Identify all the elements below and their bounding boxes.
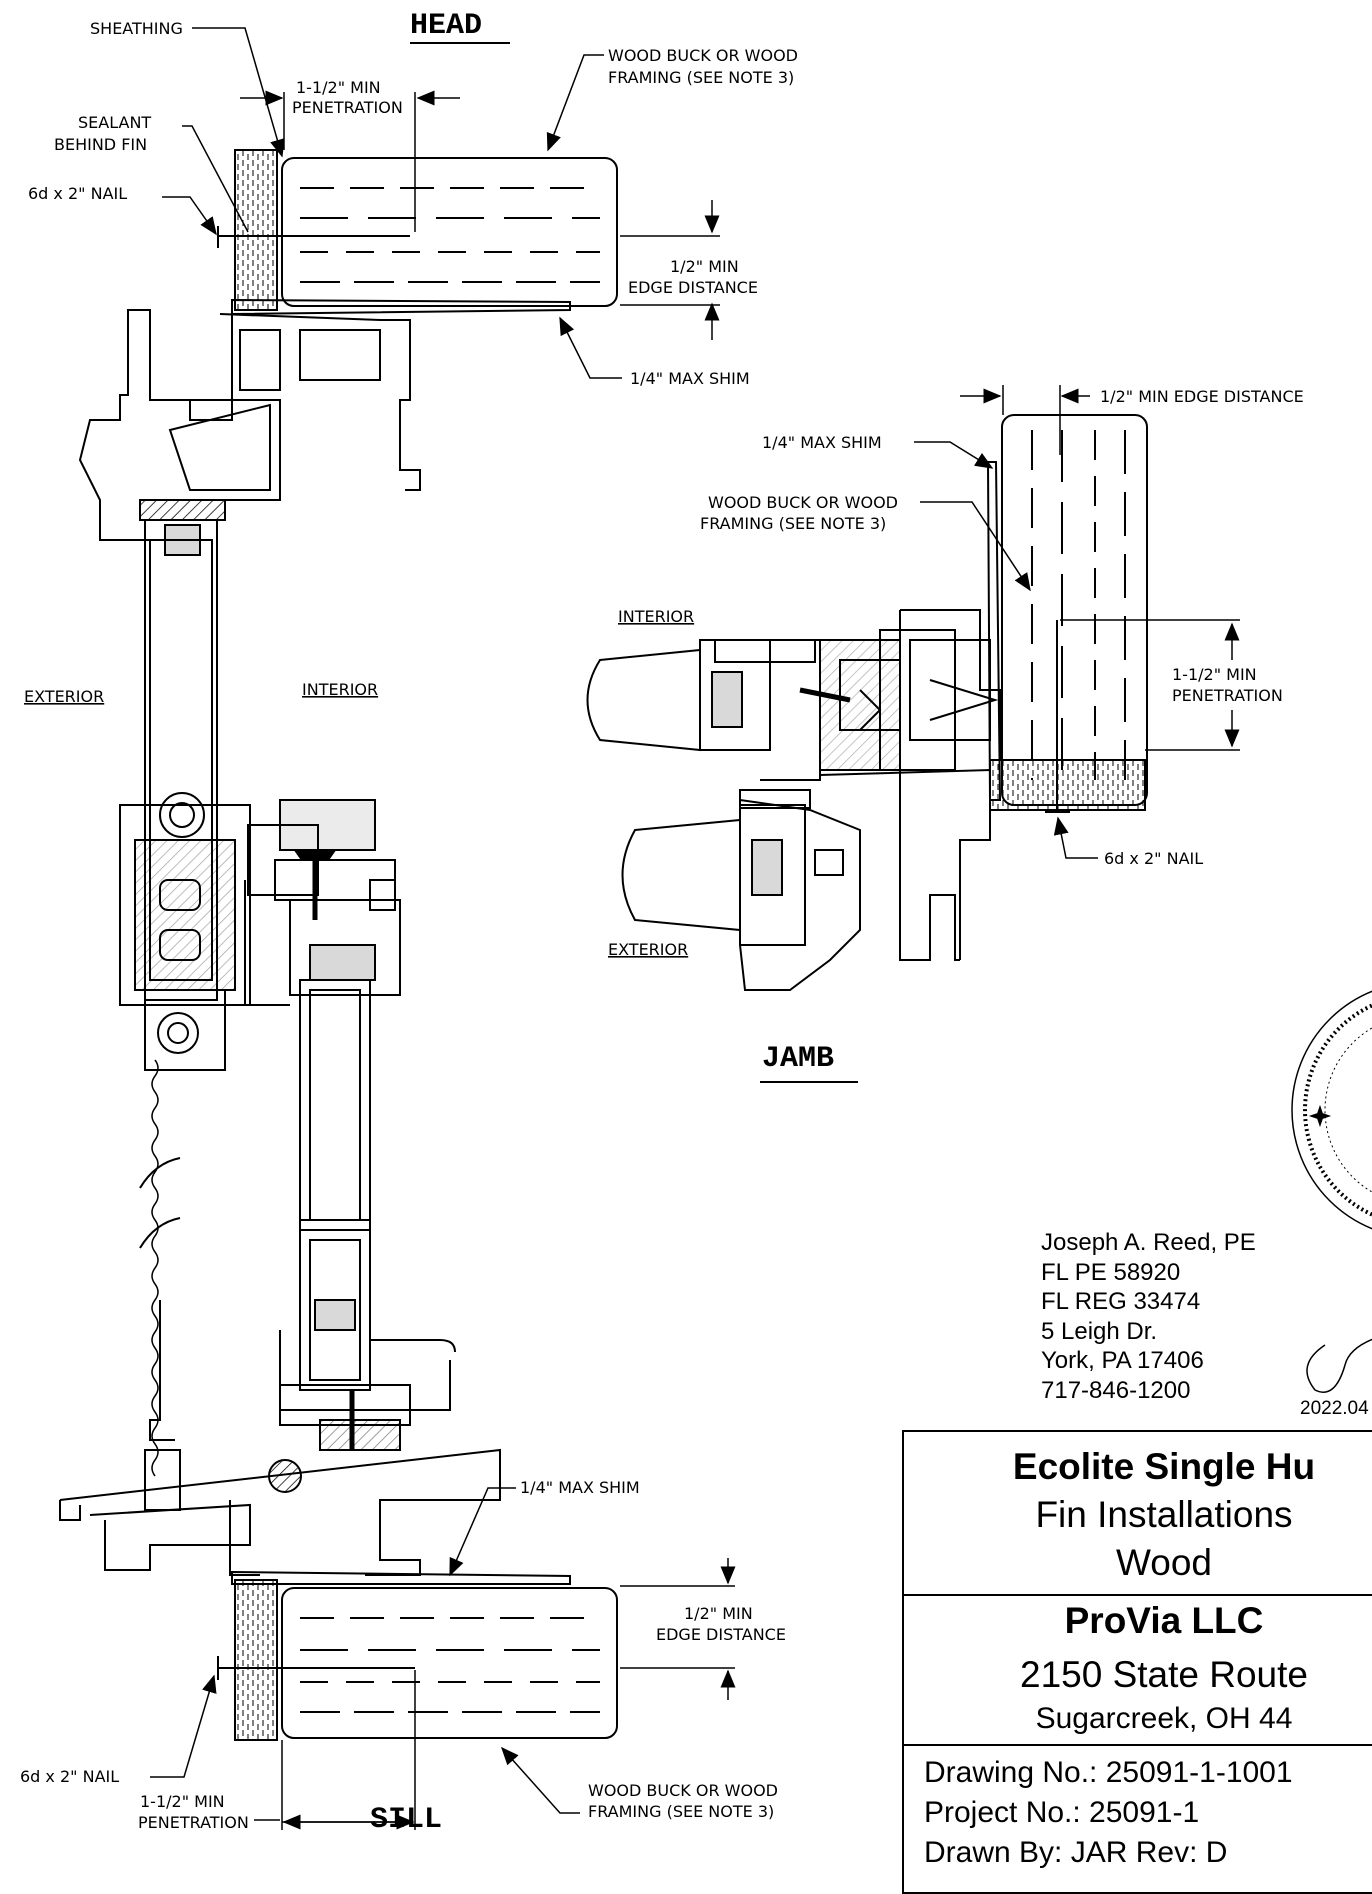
engineer-registration: FL REG 33474 — [1041, 1288, 1201, 1315]
label-jamb-exterior: EXTERIOR — [608, 940, 688, 959]
installation-detail-drawing: HEAD JAMB SILL SHEATHING SEALANT BEHIND … — [20, 9, 1372, 1837]
label-head-edge-1: 1/2" MIN — [670, 257, 739, 276]
product-subtitle: Fin Installations — [1035, 1494, 1293, 1535]
head-detail — [78, 149, 618, 1001]
label-head-pen-2: PENETRATION — [292, 98, 403, 117]
label-interior-left: INTERIOR — [302, 680, 378, 699]
dimension-lines — [150, 27, 1240, 1830]
label-sill-buck-2: FRAMING (SEE NOTE 3) — [588, 1802, 774, 1821]
company-address-2: Sugarcreek, OH 44 — [1035, 1702, 1293, 1735]
label-jamb-shim: 1/4" MAX SHIM — [762, 433, 882, 452]
label-sill-pen-1: 1-1/2" MIN — [140, 1792, 225, 1811]
sill-title: SILL — [370, 1803, 442, 1837]
drawing-number: Drawing No.: 25091-1-1001 — [924, 1756, 1293, 1789]
meeting-rail-detail — [119, 792, 401, 1231]
engineer-info: Joseph A. Reed, PE FL PE 58920 FL REG 33… — [1041, 1228, 1256, 1405]
label-head-buck-1: WOOD BUCK OR WOOD — [608, 46, 798, 65]
engineer-name: Joseph A. Reed, PE — [1041, 1229, 1256, 1256]
label-jamb-edge: 1/2" MIN EDGE DISTANCE — [1100, 387, 1304, 406]
label-sheathing: SHEATHING — [90, 19, 183, 38]
label-sill-edge-1: 1/2" MIN — [684, 1604, 753, 1623]
engineer-seal — [1291, 990, 1372, 1230]
label-sill-buck-1: WOOD BUCK OR WOOD — [588, 1781, 778, 1800]
title-block-product: Ecolite Single Hu Fin Installations Wood — [904, 1432, 1372, 1596]
sill-detail — [59, 1219, 618, 1741]
label-jamb-buck-1: WOOD BUCK OR WOOD — [708, 493, 898, 512]
label-sealant-1: SEALANT — [78, 113, 151, 132]
engineer-street: 5 Leigh Dr. — [1041, 1317, 1158, 1345]
jamb-title: JAMB — [762, 1042, 834, 1076]
label-exterior-left: EXTERIOR — [24, 687, 104, 706]
jamb-detail — [586, 414, 1148, 991]
label-jamb-pen-1: 1-1/2" MIN — [1172, 665, 1257, 684]
signature — [1306, 1338, 1372, 1393]
label-sill-edge-2: EDGE DISTANCE — [656, 1625, 786, 1644]
label-head-buck-2: FRAMING (SEE NOTE 3) — [608, 68, 794, 87]
label-jamb-interior: INTERIOR — [618, 607, 694, 626]
head-title: HEAD — [410, 9, 482, 43]
sill-wood-buck — [281, 1587, 618, 1739]
label-head-pen-1: 1-1/2" MIN — [296, 78, 381, 97]
title-block: Ecolite Single Hu Fin Installations Wood… — [902, 1430, 1372, 1894]
label-sill-shim: 1/4" MAX SHIM — [520, 1478, 640, 1497]
label-jamb-buck-2: FRAMING (SEE NOTE 3) — [700, 514, 886, 533]
title-block-company: ProVia LLC 2150 State Route Sugarcreek, … — [904, 1596, 1372, 1746]
company-address-1: 2150 State Route — [1020, 1654, 1308, 1695]
project-number: Project No.: 25091-1 — [924, 1796, 1200, 1829]
label-sill-pen-2: PENETRATION — [138, 1813, 249, 1832]
engineer-phone: 717-846-1200 — [1041, 1376, 1191, 1404]
product-title: Ecolite Single Hu — [1012, 1446, 1316, 1487]
sign-date: 2022.04 — [1300, 1398, 1369, 1419]
product-material: Wood — [1116, 1542, 1212, 1583]
head-wood-buck — [281, 157, 618, 307]
weatherstrip — [151, 1059, 159, 1477]
engineer-license: FL PE 58920 — [1041, 1258, 1181, 1286]
engineer-city: York, PA 17406 — [1041, 1347, 1204, 1374]
label-sealant-2: BEHIND FIN — [54, 135, 147, 154]
label-head-shim: 1/4" MAX SHIM — [630, 369, 750, 388]
label-sill-nail: 6d x 2" NAIL — [20, 1767, 119, 1786]
company-name: ProVia LLC — [1064, 1600, 1264, 1641]
label-jamb-pen-2: PENETRATION — [1172, 686, 1283, 705]
label-head-edge-2: EDGE DISTANCE — [628, 278, 758, 297]
label-head-nail: 6d x 2" NAIL — [28, 184, 127, 203]
label-jamb-nail: 6d x 2" NAIL — [1104, 849, 1203, 868]
drawn-by: Drawn By: JAR Rev: D — [924, 1836, 1228, 1869]
